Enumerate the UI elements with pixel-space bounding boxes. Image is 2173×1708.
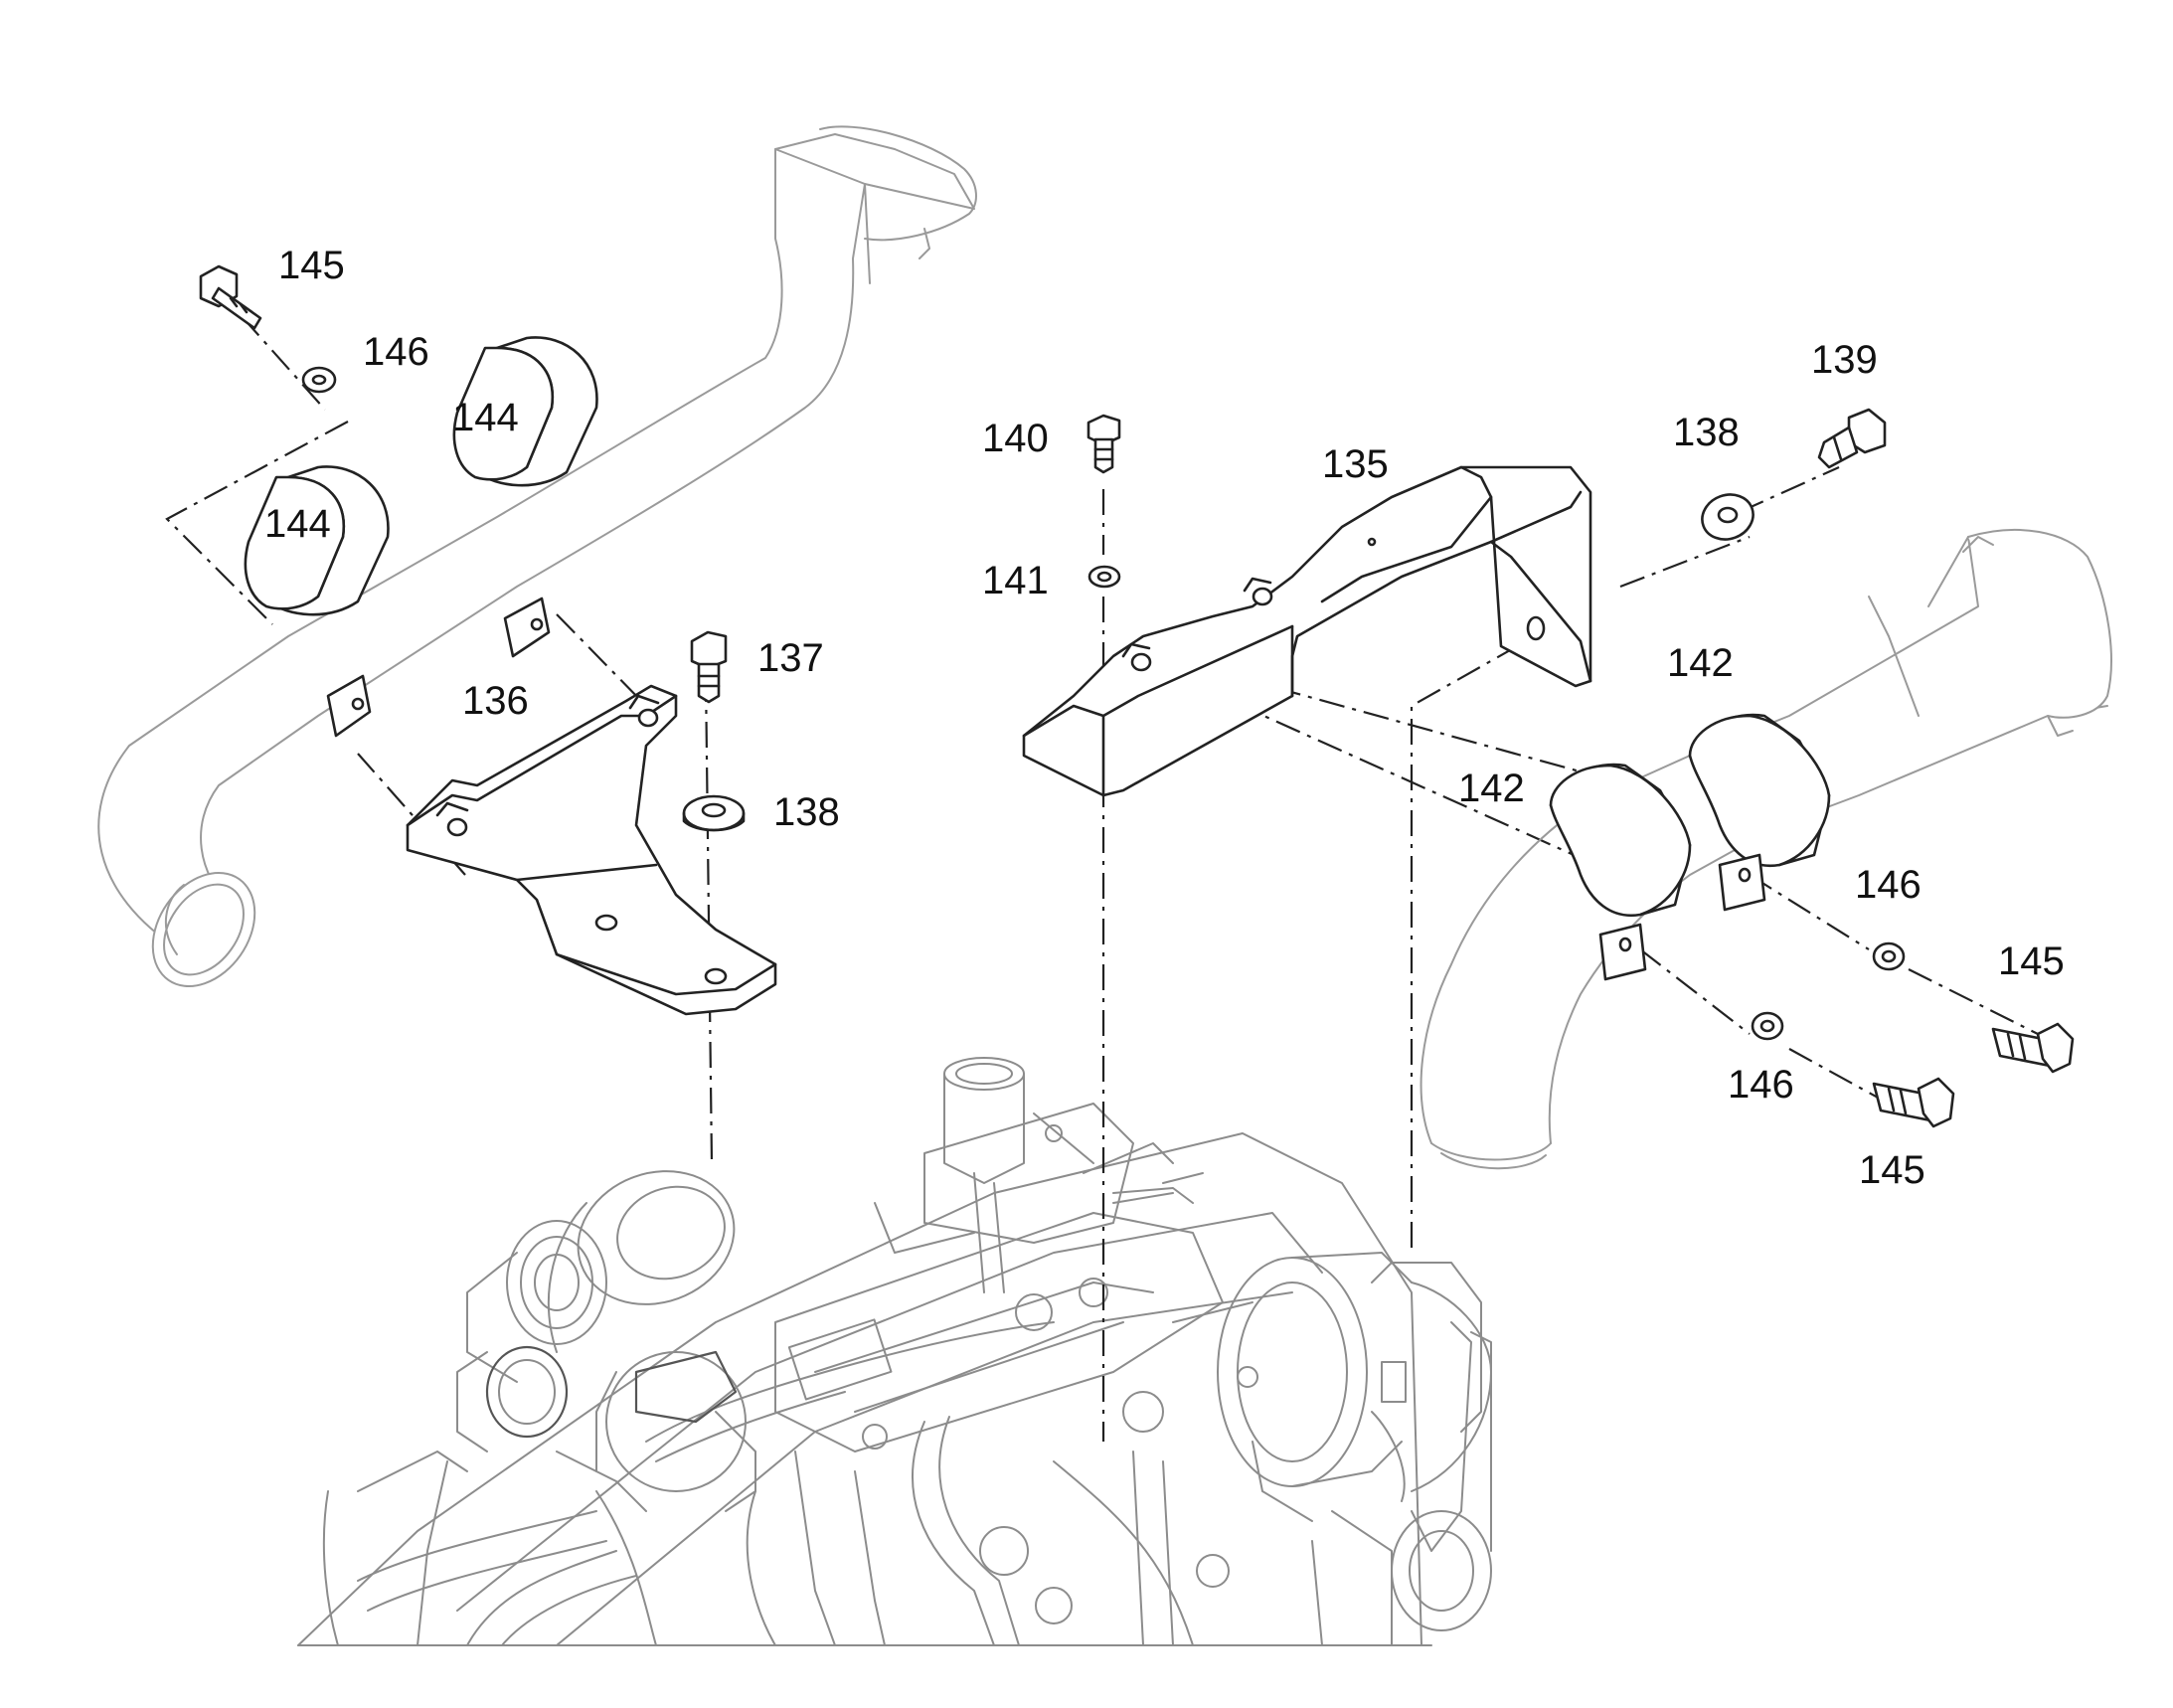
alignment-lines (165, 315, 2039, 1442)
callout-142-lower: 142 (1458, 767, 1525, 810)
callout-146-lower-right: 146 (1728, 1063, 1794, 1107)
bracket-136 (406, 684, 777, 1016)
left-charge-air-pipe (97, 125, 977, 987)
washer-146-lower-right (1751, 1011, 1784, 1041)
washer-141 (1087, 565, 1121, 589)
callout-138-right: 138 (1673, 411, 1740, 454)
bolt-145-top-left (199, 264, 262, 330)
callout-145-lower-right: 145 (1859, 1148, 1925, 1192)
bracket-135 (1022, 465, 1592, 797)
clamp-142-lower (1549, 763, 1692, 981)
callout-136: 136 (462, 679, 529, 723)
bolt-145-upper-right (1991, 1022, 2075, 1074)
washer-138-left (682, 794, 746, 832)
washer-138-right (1701, 493, 1755, 541)
callout-146-upper-right: 146 (1855, 863, 1922, 907)
callout-140: 140 (982, 417, 1049, 460)
washer-146-upper-right (1872, 941, 1906, 971)
clamp-144-upper (452, 336, 598, 658)
callout-146-top-left: 146 (363, 330, 429, 374)
washer-146-top-left (301, 366, 337, 394)
bolt-145-lower-right (1872, 1077, 1955, 1128)
callout-137: 137 (757, 636, 824, 680)
bolt-140 (1086, 414, 1121, 474)
engine-drawing (297, 1057, 1492, 1646)
clamp-142-upper (1688, 713, 1831, 912)
clamp-144-lower (244, 465, 390, 738)
callout-138-left: 138 (773, 790, 840, 834)
callout-141: 141 (982, 559, 1049, 602)
callout-144-lower: 144 (264, 502, 331, 546)
callout-145-upper-right: 145 (1998, 939, 2065, 983)
callout-144-upper: 144 (452, 396, 519, 439)
callout-139: 139 (1811, 338, 1878, 382)
bolt-137 (690, 630, 728, 704)
callout-135: 135 (1322, 442, 1389, 486)
callout-142-upper: 142 (1667, 641, 1734, 685)
callouts: 145 146 144 144 136 137 138 140 141 135 … (264, 244, 2065, 1192)
callout-145-top-left: 145 (278, 244, 345, 287)
bolt-139 (1817, 408, 1887, 469)
